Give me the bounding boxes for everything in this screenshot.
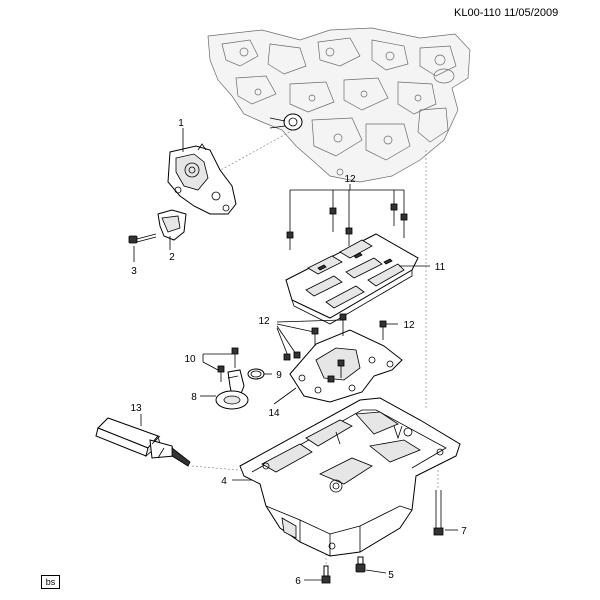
pump-bracket [157, 209, 187, 241]
callout-12-top: 12 [344, 174, 356, 185]
bolt-6 [304, 565, 331, 584]
callout-labels: 1 2 3 4 5 6 7 8 9 10 11 12 12 12 13 14 [130, 118, 467, 587]
callout-12-left: 12 [258, 316, 270, 327]
oil-pump [167, 143, 237, 215]
footer-badge: bs [41, 575, 60, 589]
callout-3: 3 [131, 266, 137, 277]
pickup-bolts [202, 347, 239, 382]
engine-block [207, 27, 471, 183]
bolt-3 [128, 233, 157, 244]
callout-11: 11 [435, 262, 446, 273]
drain-plug [355, 556, 387, 574]
callout-10: 10 [184, 354, 196, 365]
diagram-reference-code: KL00-110 11/05/2009 [454, 7, 559, 19]
o-ring-seal [247, 368, 265, 380]
callout-2: 2 [169, 252, 175, 263]
pan-gasket-plate [289, 329, 403, 403]
callout-12-right: 12 [403, 320, 415, 331]
callout-8: 8 [191, 392, 197, 403]
callout-5: 5 [388, 570, 394, 581]
callout-9: 9 [276, 370, 282, 381]
callout-7: 7 [461, 526, 467, 537]
callout-14: 14 [268, 408, 280, 419]
oil-pickup-tube [215, 369, 249, 410]
oil-pan [239, 397, 461, 557]
callout-1: 1 [178, 118, 184, 129]
bolt-7 [433, 490, 458, 536]
callout-6: 6 [295, 576, 301, 587]
windage-tray [285, 233, 419, 325]
leader-lines [133, 128, 430, 481]
plate-bolts [276, 313, 398, 383]
sealant-tube [95, 417, 191, 467]
tray-bolts [286, 189, 408, 250]
callout-13: 13 [130, 403, 142, 414]
callout-4: 4 [221, 476, 227, 487]
